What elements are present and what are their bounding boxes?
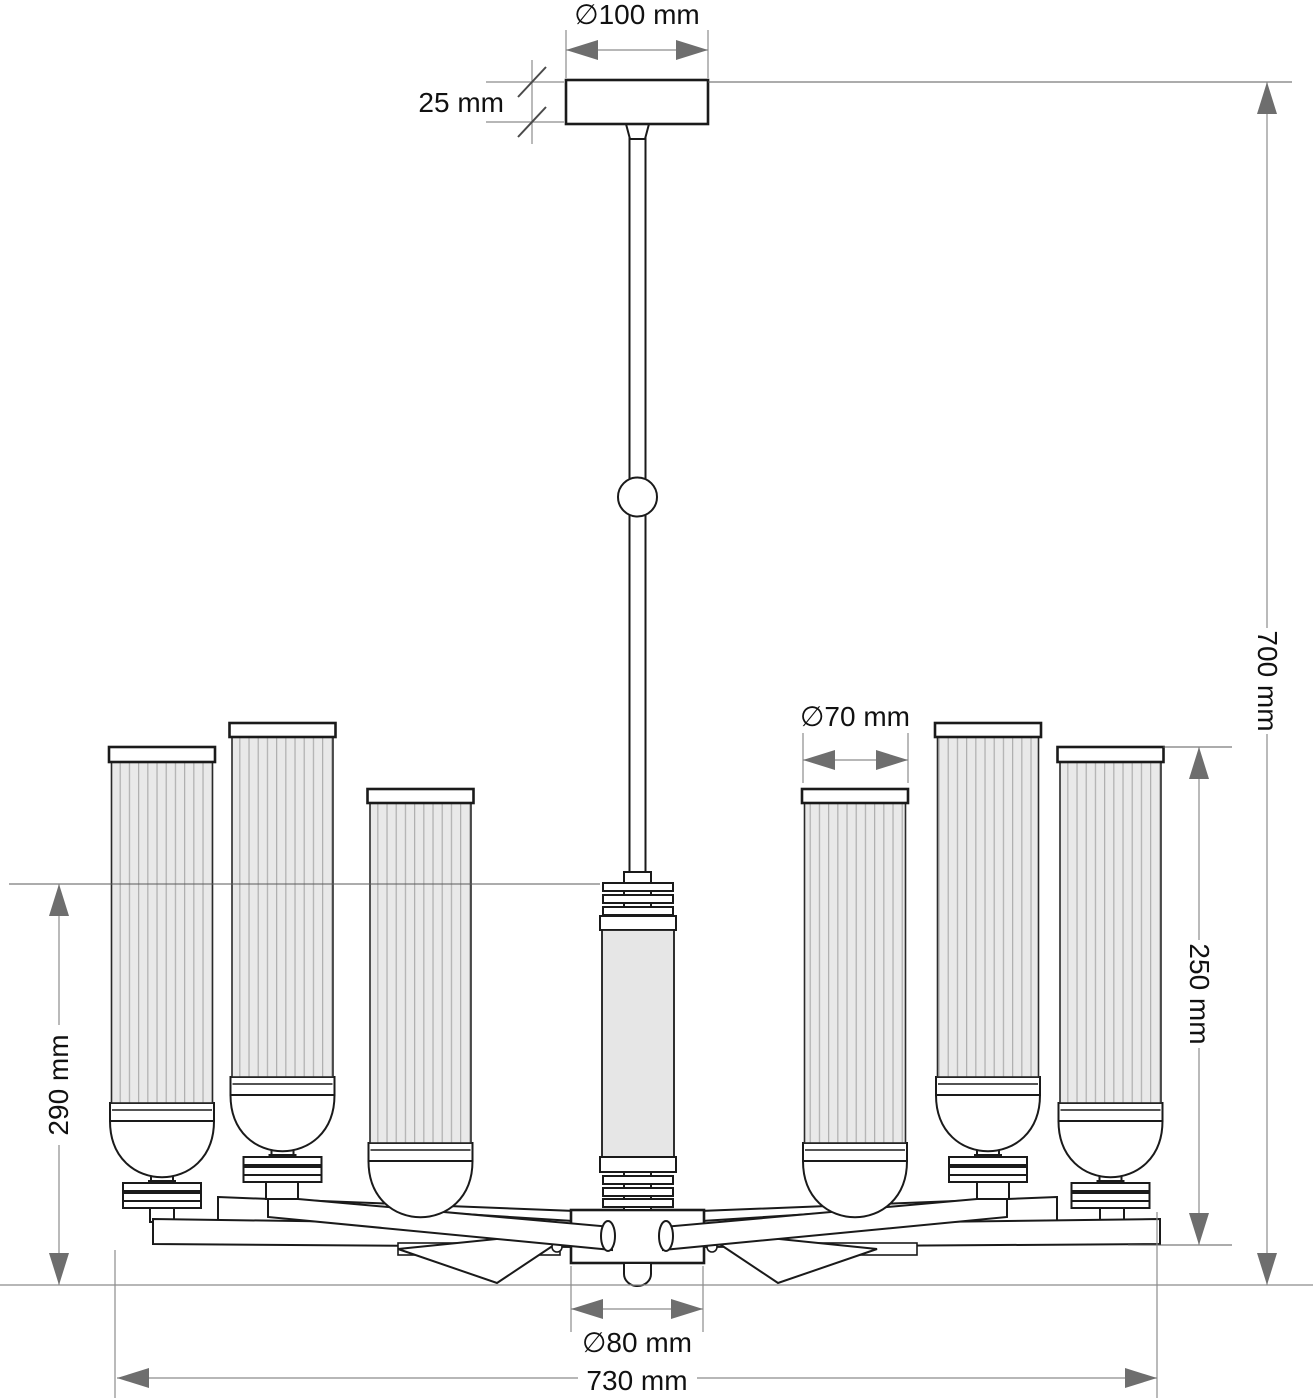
- column-fin: [602, 1198, 674, 1208]
- shade-cap: [800, 787, 910, 805]
- arrow-up: [1257, 82, 1277, 114]
- shade-fin: [122, 1182, 202, 1192]
- shade-cap: [107, 745, 217, 764]
- glass-shade-body: [369, 802, 472, 1144]
- shade-3: [366, 787, 475, 1219]
- glass-shade-body: [936, 736, 1040, 1078]
- arm-mid-left-stem: [265, 1180, 299, 1200]
- lamp-holder-bowl: [801, 1160, 909, 1219]
- lamp-holder-band: [802, 1142, 908, 1162]
- dim-body-drop-height: 290 mm: [9, 883, 600, 1285]
- column-cap-bottom: [599, 1156, 677, 1173]
- tick-mark: [517, 66, 547, 98]
- hub-socket-right: [658, 1220, 674, 1252]
- lamp-holder-bowl: [367, 1160, 474, 1219]
- arrow-left: [117, 1368, 149, 1388]
- shade-cap: [1056, 745, 1165, 764]
- dim-hub-diameter: ∅80 mm: [570, 1266, 704, 1358]
- ceiling-canopy: [564, 78, 710, 126]
- shade-fin: [1070, 1200, 1151, 1209]
- column-fin: [602, 882, 674, 892]
- central-column: [599, 871, 677, 1211]
- lamp-holder-band: [935, 1076, 1041, 1096]
- shade-fin: [948, 1174, 1028, 1183]
- lamp-holder-bowl: [108, 1120, 216, 1179]
- arrow-left: [566, 40, 598, 60]
- tick-mark: [517, 106, 547, 138]
- column-glass-tube: [601, 929, 675, 1158]
- arm-mid-left: [265, 1180, 613, 1252]
- arrow-right: [676, 40, 708, 60]
- shade-fin: [242, 1156, 323, 1166]
- arrow-up: [1189, 747, 1209, 779]
- dim-label-overall-height: 700 mm: [1252, 630, 1283, 731]
- column-fin: [602, 1187, 674, 1197]
- shade-fin: [242, 1166, 323, 1176]
- dim-overall-width: 730 mm: [114, 1212, 1158, 1398]
- dim-label-shade-diameter: ∅70 mm: [800, 701, 910, 732]
- dim-label-overall-width: 730 mm: [586, 1365, 687, 1396]
- dim-label-shade-height: 250 mm: [1184, 943, 1215, 1044]
- column-fin: [602, 906, 674, 916]
- dim-label-canopy-diameter: ∅100 mm: [574, 0, 700, 30]
- dim-label-canopy-height: 25 mm: [418, 87, 504, 118]
- rod-ball: [617, 476, 658, 518]
- dim-shade-diameter: ∅70 mm: [800, 701, 910, 783]
- dim-canopy-diameter: ∅100 mm: [565, 0, 709, 78]
- glass-shade-body: [110, 761, 214, 1104]
- lamp-holder-band: [1057, 1102, 1164, 1122]
- dim-canopy-height: 25 mm: [418, 60, 564, 144]
- front-arm-fork-right: [699, 1230, 878, 1285]
- shade-fin: [948, 1166, 1028, 1176]
- shade-fin: [122, 1200, 202, 1209]
- rod-joint: [624, 123, 651, 140]
- lamp-holder-band: [367, 1142, 474, 1162]
- lamp-holder-band: [109, 1102, 215, 1122]
- shade-4: [800, 787, 910, 1219]
- dim-overall-height: 700 mm: [708, 81, 1292, 1285]
- shade-cap: [366, 787, 475, 805]
- lamp-holder-band: [229, 1076, 336, 1096]
- arrow-left: [803, 750, 835, 770]
- arrow-down: [1257, 1253, 1277, 1285]
- arrow-down: [49, 1253, 69, 1285]
- shade-5: [933, 721, 1043, 1183]
- dim-shade-height: 250 mm: [1128, 746, 1232, 1246]
- lamp-holder-bowl: [229, 1094, 336, 1153]
- dim-label-body-drop-height: 290 mm: [43, 1034, 74, 1135]
- arrow-up: [49, 884, 69, 916]
- shade-fin: [242, 1174, 323, 1183]
- shade-fin: [948, 1156, 1028, 1166]
- shade-fin: [1070, 1192, 1151, 1202]
- column-fin: [602, 1175, 674, 1185]
- arrow-left: [571, 1299, 603, 1319]
- lamp-holder-bowl: [934, 1094, 1042, 1153]
- column-fin: [602, 894, 674, 904]
- arrow-right: [671, 1299, 703, 1319]
- glass-shade-body: [803, 802, 907, 1144]
- shade-fin: [122, 1192, 202, 1202]
- column-cap-top: [599, 915, 677, 931]
- lamp-holder-bowl: [1057, 1120, 1164, 1179]
- shade-1: [107, 745, 217, 1209]
- shade-2: [228, 721, 337, 1183]
- arrow-right: [1125, 1368, 1157, 1388]
- glass-shade-body: [1059, 761, 1162, 1104]
- arrow-down: [1189, 1213, 1209, 1245]
- hub-finial: [623, 1262, 652, 1287]
- front-arm-fork-left: [397, 1230, 576, 1285]
- dim-label-hub-diameter: ∅80 mm: [582, 1327, 692, 1358]
- shade-cap: [228, 721, 337, 739]
- shade-fin: [1070, 1182, 1151, 1192]
- glass-shade-body: [231, 736, 334, 1078]
- shade-6: [1056, 745, 1165, 1209]
- shade-cap: [933, 721, 1043, 739]
- hub-socket-left: [600, 1220, 616, 1252]
- arrow-right: [876, 750, 908, 770]
- arm-mid-right-stem: [976, 1180, 1010, 1200]
